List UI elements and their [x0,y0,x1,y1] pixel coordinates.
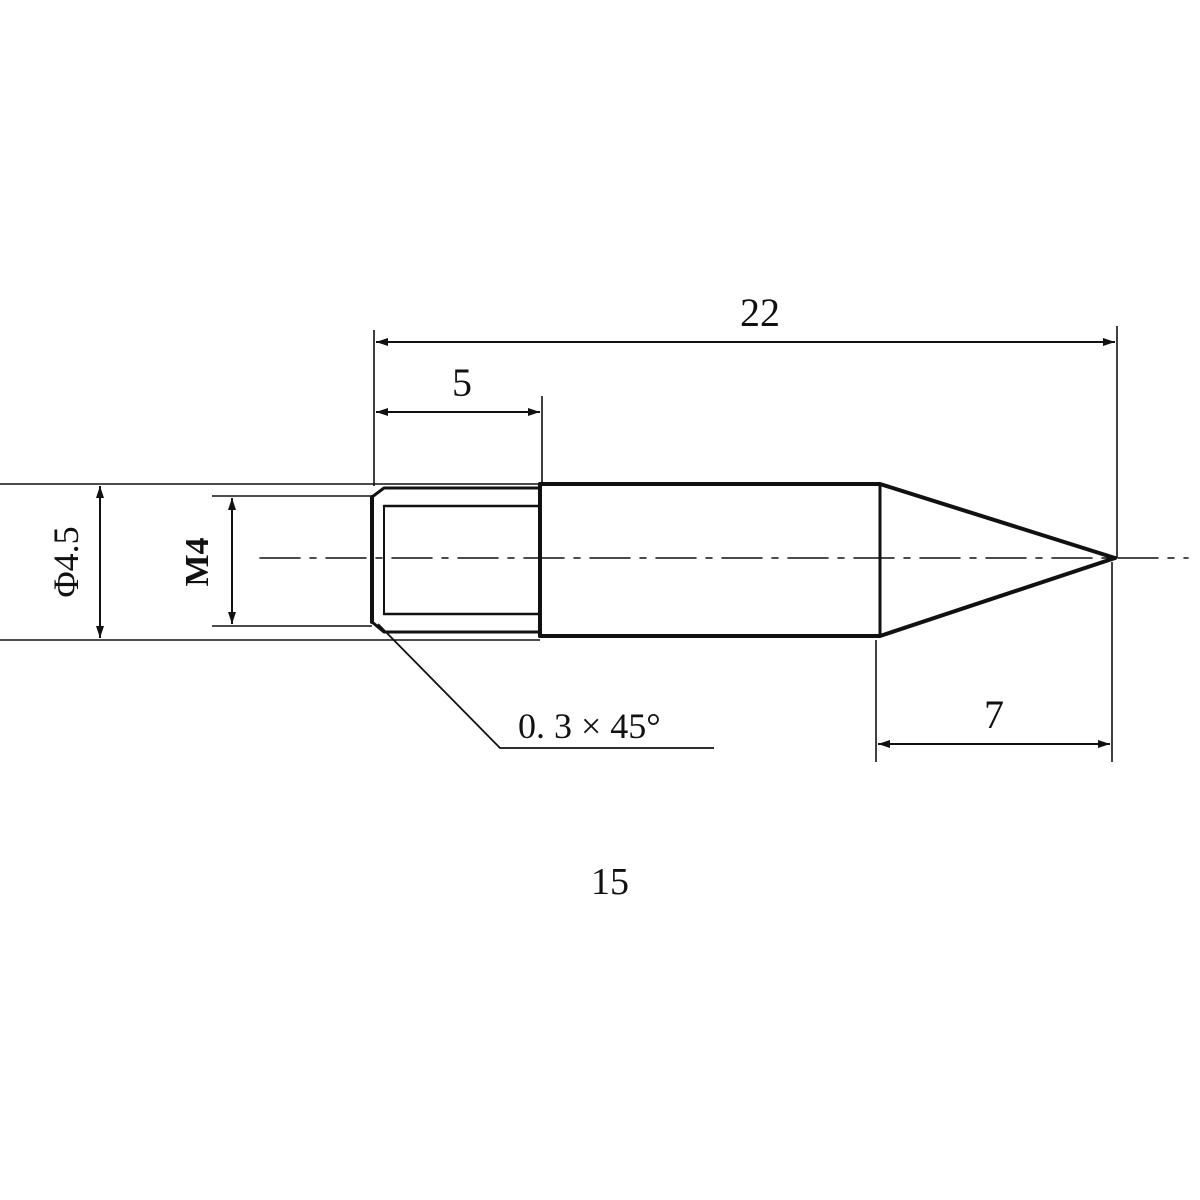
dim-22-label: 22 [740,290,780,335]
dim-phi45-label: Φ4.5 [46,526,86,597]
pin-part-outline [259,482,1189,638]
body-bottom-edge [538,556,1117,638]
dim-m4-label: M4 [179,537,216,586]
dimension-lines [96,338,1115,749]
body-top-edge [538,482,1117,560]
chamfer-leader [377,623,714,749]
dimension-labels: 22 5 7 Φ4.5 M4 0. 3 × 45° 15 [46,290,1004,903]
thread-major-top [370,486,542,499]
thread-major-bottom [370,620,542,634]
dim-5-label: 5 [452,360,472,405]
extension-lines [0,326,1118,762]
chamfer-label: 0. 3 × 45° [518,706,661,746]
dim-7-label: 7 [984,692,1004,737]
figure-number: 15 [591,861,629,903]
